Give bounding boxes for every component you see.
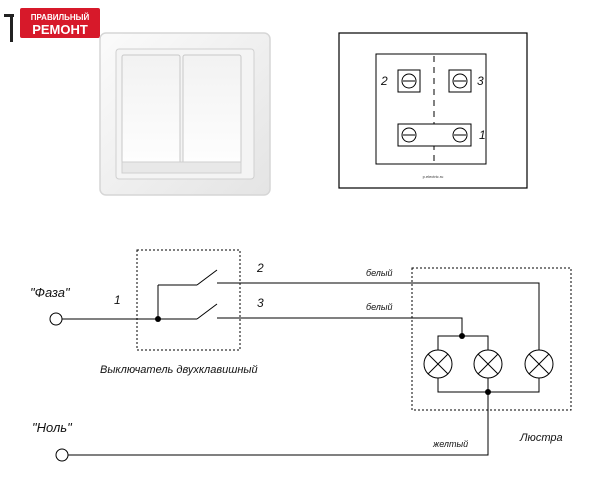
wire-label-2: 2 <box>256 261 264 275</box>
terminal-screw-2 <box>397 69 421 93</box>
wire-3 <box>217 317 463 336</box>
terminal-panel-frame <box>338 32 528 189</box>
terminal-screw-3 <box>448 69 472 93</box>
terminal-panel-inner <box>375 53 487 165</box>
wire-color-white-top: белый <box>366 268 392 278</box>
terminal-number-3: 3 <box>477 74 484 88</box>
lamp-2 <box>473 349 503 379</box>
switch-key-bottom-edge <box>121 161 242 174</box>
switch-contact-2 <box>196 303 218 320</box>
wire-label-3: 3 <box>257 296 264 310</box>
wire-color-white-mid: белый <box>366 302 392 312</box>
junction-lamp-top <box>459 333 465 339</box>
lamp-1 <box>423 349 453 379</box>
terminal-caption: p.electric.ru <box>423 174 444 179</box>
brand-logo: ПРАВИЛЬНЫЙ РЕМОНТ <box>4 8 100 42</box>
switch-key-left <box>121 54 181 174</box>
logo-roller-stick <box>10 14 13 42</box>
neutral-wire <box>60 392 489 456</box>
junction-lamp-bottom <box>485 389 491 395</box>
lamp-3 <box>524 349 554 379</box>
logo-line2: РЕМОНТ <box>32 22 88 37</box>
wire-label-1: 1 <box>114 293 121 307</box>
switch-label: Выключатель двухклавишный <box>100 364 258 376</box>
logo-line1: ПРАВИЛЬНЫЙ <box>31 13 90 22</box>
neutral-label: "Ноль" <box>32 420 73 435</box>
wire-2 <box>217 282 540 350</box>
junction-switch <box>155 316 161 322</box>
switch-photo <box>99 32 271 196</box>
wire-color-yellow: желтый <box>432 439 468 449</box>
terminal-number-2: 2 <box>380 74 388 88</box>
terminal-number-1: 1 <box>479 128 486 142</box>
neutral-terminal <box>55 448 69 462</box>
switch-box <box>136 249 241 351</box>
terminal-panel: 2 3 1 p.electric.ru <box>338 32 528 189</box>
logo-roller-handle <box>4 14 14 17</box>
phase-label: "Фаза" <box>30 285 71 300</box>
switch-contact-1 <box>196 269 218 286</box>
phase-terminal <box>49 312 63 326</box>
logo-badge <box>20 8 100 38</box>
terminal-screw-1 <box>397 123 472 147</box>
chandelier-label: Люстра <box>519 432 563 444</box>
chandelier-box <box>411 267 572 411</box>
switch-key-right <box>182 54 242 174</box>
circuit <box>60 249 572 456</box>
